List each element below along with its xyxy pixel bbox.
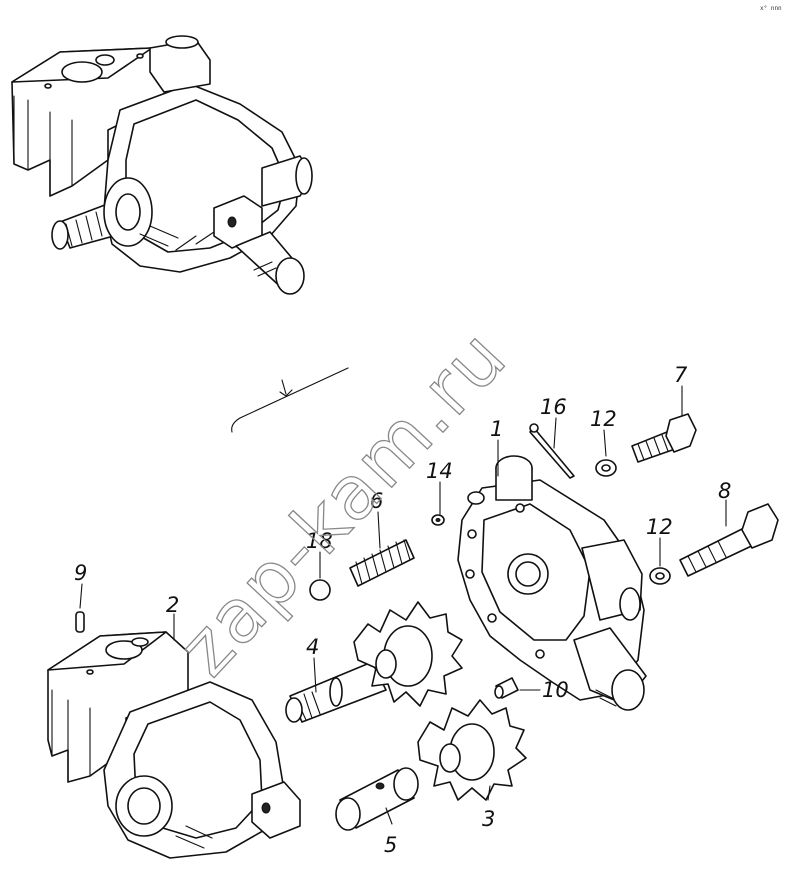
label-part-10: 10	[542, 678, 569, 702]
label-part-1: 1	[490, 417, 503, 441]
part-7-bolt	[631, 413, 697, 463]
label-part-16: 16	[540, 395, 567, 419]
label-part-14: 14	[426, 459, 453, 483]
label-part-2: 2	[166, 593, 179, 617]
part-2-pump-body	[47, 631, 301, 859]
label-part-7: 7	[674, 363, 688, 387]
label-part-12-lower: 12	[646, 515, 673, 539]
part-12-washer-upper	[595, 459, 617, 477]
label-part-5: 5	[384, 833, 397, 857]
label-part-3: 3	[482, 807, 495, 831]
part-1-pump-cover	[457, 455, 647, 711]
label-part-6: 6	[370, 489, 383, 513]
assembly-arrow	[231, 367, 349, 433]
label-part-8: 8	[718, 479, 731, 503]
label-part-18: 18	[306, 529, 333, 553]
leader-lines	[79, 385, 727, 825]
part-16-cotter-pin	[529, 423, 575, 479]
part-18-ball	[309, 579, 331, 601]
part-9-dowel-pin	[75, 611, 85, 633]
part-5-axle-pin	[335, 767, 419, 831]
part-4-drive-shaft-gear	[285, 601, 463, 723]
part-labels: 1 2 3 4 5 6 7 8 9 10 12 12 14 16 18	[74, 363, 731, 857]
part-14-small-washer	[431, 514, 445, 526]
corner-mark: x° nnn	[760, 5, 782, 12]
part-10-small-pin	[494, 677, 519, 699]
assembled-pump	[11, 35, 313, 295]
part-8-long-bolt	[679, 503, 779, 577]
label-part-9: 9	[74, 561, 87, 585]
part-6-spring	[349, 539, 415, 587]
part-3-driven-gear	[417, 699, 527, 801]
part-12-washer-lower	[649, 567, 671, 585]
label-part-4: 4	[306, 635, 319, 659]
label-part-12-upper: 12	[590, 407, 617, 431]
